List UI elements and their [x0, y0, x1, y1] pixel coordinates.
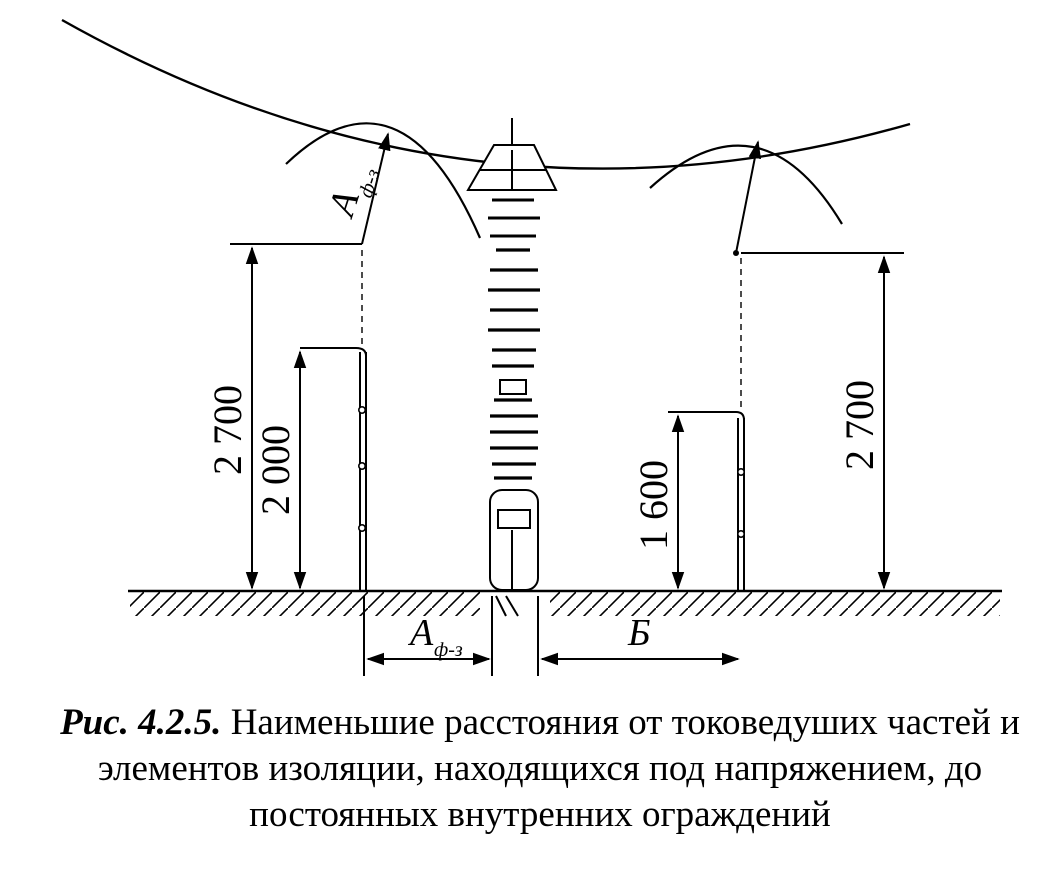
figure-number: Рис. 4.2.5.	[60, 702, 222, 743]
left-inner-dim-label: 2 000	[253, 425, 298, 515]
caption-text: Наименьшие расстояния от токоведуших час…	[97, 702, 1020, 835]
right-inner-dim-label: 1 600	[631, 460, 676, 550]
svg-text:ф-з: ф-з	[434, 639, 463, 661]
right-clearance-arc	[649, 144, 843, 225]
b-label: Б	[627, 612, 650, 654]
left-a-radius-label: A ф-з	[320, 166, 385, 223]
right-outer-dim-label: 2 700	[837, 380, 882, 470]
left-radius-arrow	[361, 132, 391, 245]
bottom-a-label: A ф-з	[407, 612, 463, 661]
left-fence	[300, 250, 367, 590]
right-fence	[668, 258, 745, 590]
figure-caption: Рис. 4.2.5. Наименьшие расстояния от ток…	[60, 700, 1020, 838]
left-outer-dim-label: 2 700	[205, 385, 250, 475]
post-insulator	[466, 118, 558, 617]
clearance-diagram: 2 700 2 000 1 600 2 700 A ф-з A ф-з Б	[61, 18, 1002, 676]
svg-text:A: A	[407, 612, 434, 654]
overhead-conductor	[61, 18, 911, 170]
ground	[128, 589, 1002, 620]
right-radius-arrow	[735, 140, 762, 254]
left-clearance-arc	[285, 122, 482, 239]
